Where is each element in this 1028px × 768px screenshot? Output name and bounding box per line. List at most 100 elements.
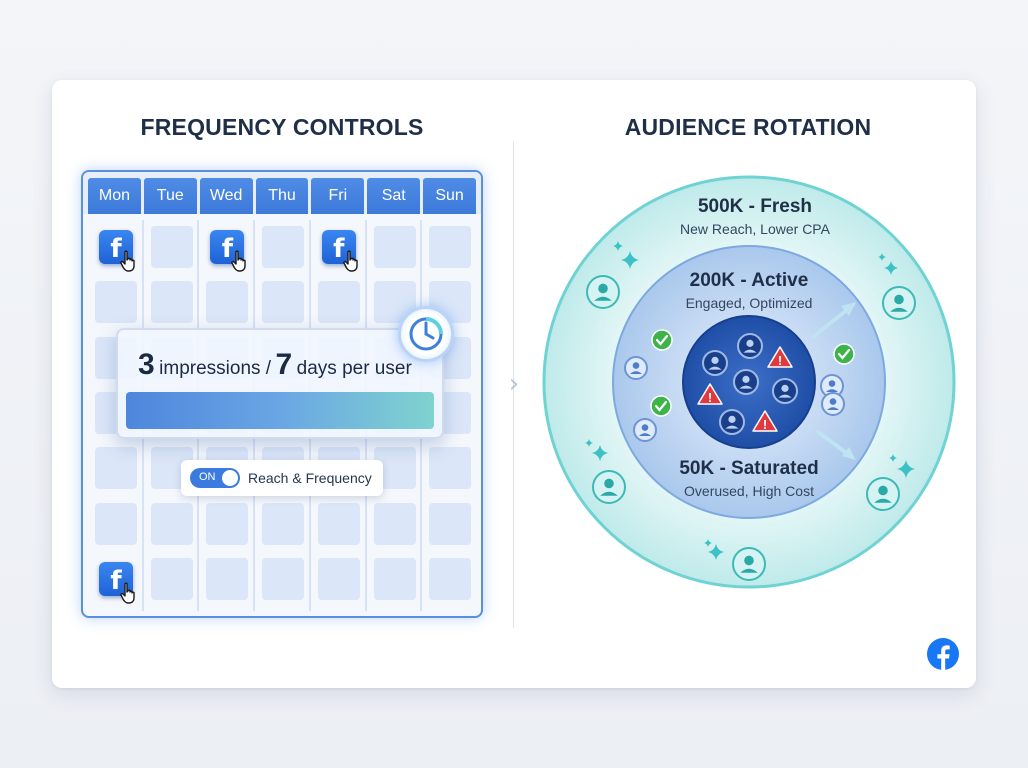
sparkle-icon <box>621 251 639 269</box>
calendar-cell[interactable] <box>373 557 416 600</box>
calendar-cell[interactable] <box>262 557 305 600</box>
reach-frequency-toggle-chip[interactable]: ON Reach & Frequency <box>181 460 383 496</box>
middle-ring-title: 200K - Active <box>689 270 809 291</box>
sparkle-icon <box>897 460 915 478</box>
frequency-bar <box>126 392 434 429</box>
section-divider <box>513 142 514 628</box>
outer-ring-title: 500K - Fresh <box>697 196 813 217</box>
middle-ring-label: 200K - Active Engaged, Optimized <box>619 270 879 311</box>
facebook-icon: f <box>99 561 133 596</box>
check-icon <box>833 343 855 365</box>
user-icon <box>737 333 763 359</box>
calendar-cell[interactable] <box>373 226 416 268</box>
calendar-cell[interactable] <box>95 447 137 490</box>
calendar-cell[interactable] <box>206 502 249 545</box>
user-icon <box>586 275 620 309</box>
user-icon <box>702 350 728 376</box>
outer-ring-label: 500K - Fresh New Reach, Lower CPA <box>625 196 885 237</box>
day-sat: Sat <box>367 178 421 214</box>
toggle-knob <box>222 470 238 486</box>
cursor-hand-icon <box>120 250 135 272</box>
calendar-cell[interactable] <box>150 226 193 268</box>
inner-ring-title: 50K - Saturated <box>679 458 819 479</box>
day-thu: Thu <box>255 178 309 214</box>
calendar-cell[interactable] <box>429 557 472 600</box>
calendar-cell[interactable] <box>150 281 193 324</box>
warning-icon <box>697 383 723 405</box>
frequency-cap-text: 3 impressions / 7 days per user <box>138 348 412 382</box>
calendar-cell[interactable] <box>150 502 193 545</box>
sparkle-icon <box>889 454 897 462</box>
user-icon <box>732 547 766 581</box>
calendar-cell[interactable] <box>262 281 305 324</box>
day-wed: Wed <box>199 178 253 214</box>
warning-mark: ! <box>763 417 767 432</box>
warning-mark: ! <box>778 353 782 368</box>
sparkle-icon <box>592 445 608 461</box>
calendar-cell[interactable] <box>95 502 137 545</box>
inner-ring-subtitle: Overused, High Cost <box>684 483 814 499</box>
facebook-icon <box>927 638 959 670</box>
calendar-cell[interactable] <box>429 502 472 545</box>
warning-icon <box>767 346 793 368</box>
sparkle-icon <box>613 241 623 251</box>
calendar-cell[interactable] <box>373 502 416 545</box>
user-icon <box>624 356 648 380</box>
calendar-cell[interactable] <box>150 557 193 600</box>
cursor-hand-icon <box>343 250 358 272</box>
days-label: days per user <box>296 358 412 379</box>
day-tue: Tue <box>143 178 197 214</box>
user-icon <box>733 369 759 395</box>
check-icon <box>650 395 672 417</box>
audience-rotation-title: AUDIENCE ROTATION <box>624 114 872 140</box>
calendar-cell[interactable] <box>317 281 360 324</box>
check-mark <box>655 334 669 346</box>
user-icon <box>866 477 900 511</box>
user-icon <box>719 409 745 435</box>
arrow-head <box>841 302 856 316</box>
day-mon: Mon <box>88 178 141 214</box>
days-count: 7 <box>275 348 293 381</box>
cursor-hand-icon <box>120 582 135 604</box>
frequency-controls-title: FREQUENCY CONTROLS <box>140 114 424 140</box>
sparkle-icon <box>708 544 724 560</box>
arrow-head <box>842 447 856 460</box>
frequency-cap-panel: 3 impressions / 7 days per user <box>116 328 444 439</box>
middle-ring-subtitle: Engaged, Optimized <box>685 295 813 311</box>
warning-mark: ! <box>708 390 712 405</box>
audience-rings-diagram: !!! <box>542 175 956 589</box>
chevron-right-icon: › <box>508 369 520 399</box>
calendar-cell[interactable] <box>206 281 249 324</box>
day-sun: Sun <box>423 178 477 214</box>
calendar-cell[interactable] <box>317 502 360 545</box>
calendar-cell[interactable] <box>95 281 137 324</box>
toggle-state: ON <box>199 471 216 483</box>
warning-icon <box>752 410 778 432</box>
sparkle-icon <box>878 253 886 261</box>
calendar-cell[interactable] <box>429 226 472 268</box>
inner-ring-label: 50K - Saturated Overused, High Cost <box>619 458 879 499</box>
calendar-cell[interactable] <box>262 226 305 268</box>
impressions-count: 3 <box>138 348 155 381</box>
reach-frequency-toggle[interactable]: ON <box>190 468 240 488</box>
user-icon <box>882 286 916 320</box>
user-icon <box>772 378 798 404</box>
outer-ring-subtitle: New Reach, Lower CPA <box>680 221 830 237</box>
day-fri: Fri <box>311 178 365 214</box>
sparkle-icon <box>585 439 593 447</box>
sparkle-icon <box>704 539 712 547</box>
user-icon <box>821 392 845 416</box>
calendar-cell[interactable] <box>262 502 305 545</box>
calendar-header: Mon Tue Wed Thu Fri Sat Sun <box>83 172 481 214</box>
cursor-hand-icon <box>231 250 247 272</box>
user-icon <box>633 418 657 442</box>
clock-icon <box>398 306 454 362</box>
calendar-cell[interactable] <box>317 557 360 600</box>
check-mark <box>837 348 851 360</box>
impressions-label: impressions / <box>159 358 272 379</box>
calendar-cell[interactable] <box>206 557 249 600</box>
check-icon <box>651 329 673 351</box>
check-mark <box>654 400 668 412</box>
calendar-cell[interactable] <box>429 447 472 490</box>
toggle-label: Reach & Frequency <box>248 470 372 486</box>
